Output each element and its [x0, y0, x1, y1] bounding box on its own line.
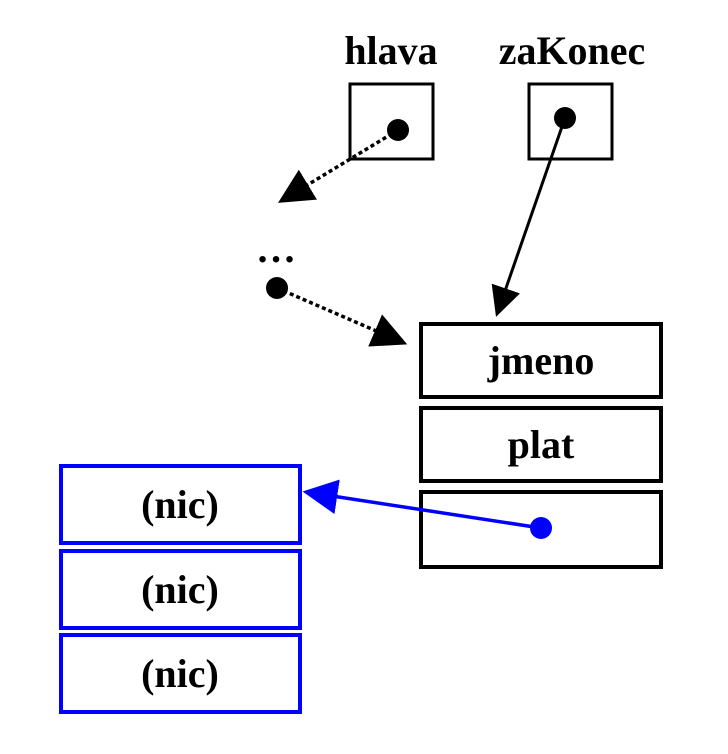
new-node-field-3-box: [59, 633, 302, 714]
new-node-field-1: (nic): [141, 482, 219, 527]
next-pointer-arrow: [302, 479, 542, 530]
new-node-field-1-box: [59, 464, 302, 545]
node-field-plat-box: [419, 406, 663, 483]
node-field-jmeno-box: [419, 322, 663, 399]
node-field-jmeno: jmeno: [487, 338, 595, 383]
head-dotted-arrow: [278, 128, 399, 203]
tail-pointer-box: [527, 82, 614, 161]
next-pointer-dot: [530, 517, 552, 539]
tail-arrow: [491, 117, 567, 317]
head-label: hlava: [344, 28, 437, 73]
new-node-field-2-box: [59, 549, 302, 630]
node-field-next-box: [419, 490, 663, 569]
ellipsis-label: …: [256, 226, 296, 271]
tail-label: zaKonec: [499, 28, 646, 73]
new-node-field-3: (nic): [141, 651, 219, 696]
node-field-plat: plat: [508, 422, 575, 467]
prev-dotted-arrow: [276, 286, 408, 347]
head-pointer-box: [348, 82, 435, 161]
new-node-field-2: (nic): [141, 567, 219, 612]
